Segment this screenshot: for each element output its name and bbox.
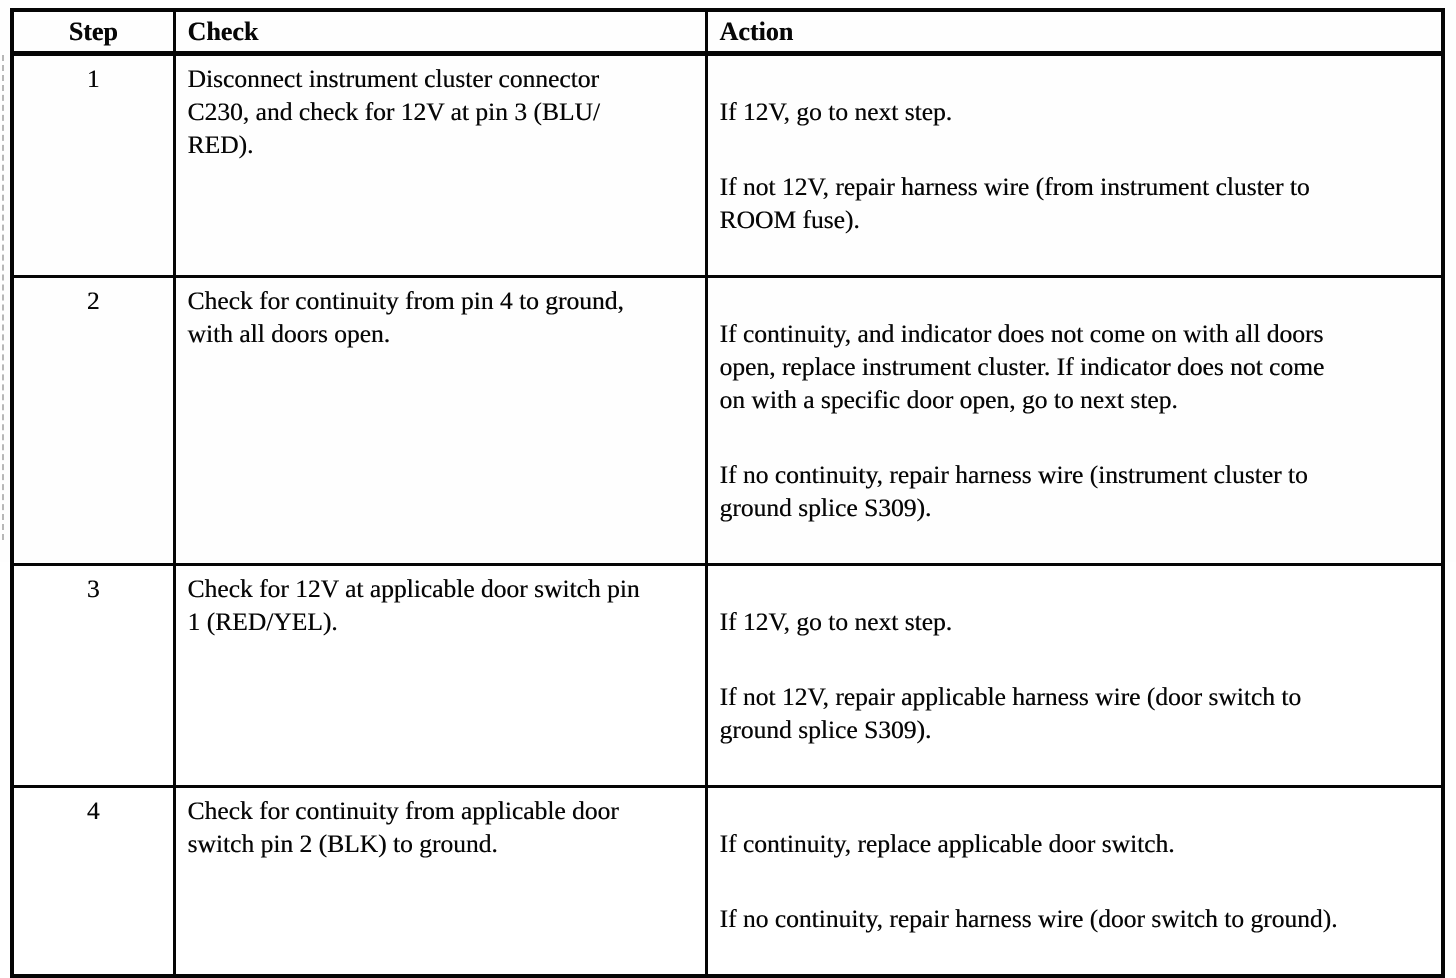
action-paragraph: If not 12V, repair harness wire (from in… xyxy=(719,172,1310,234)
step-number: 1 xyxy=(10,52,176,278)
action-paragraph: If not 12V, repair applicable harness wi… xyxy=(719,682,1302,744)
action-cell: If 12V, go to next step. If not 12V, rep… xyxy=(704,52,1445,278)
check-cell: Check for continuity from pin 4 to groun… xyxy=(172,275,708,566)
scanned-manual-page: Step Check Action 1 Disconnect instrumen… xyxy=(2,8,1445,978)
scan-artifact-line xyxy=(2,55,4,540)
action-paragraph: If continuity, and indicator does not co… xyxy=(719,319,1325,414)
step-number: 3 xyxy=(10,563,176,788)
action-cell: If continuity, replace applicable door s… xyxy=(704,785,1445,978)
table-row-step-2: 2 Check for continuity from pin 4 to gro… xyxy=(10,275,1445,566)
table-row-step-4: 4 Check for continuity from applicable d… xyxy=(10,785,1445,978)
table-row-step-3: 3 Check for 12V at applicable door switc… xyxy=(10,563,1445,788)
action-paragraph: If no continuity, repair harness wire (i… xyxy=(719,460,1308,522)
table-row-step-1: 1 Disconnect instrument cluster connecto… xyxy=(10,52,1445,278)
action-paragraph: If continuity, replace applicable door s… xyxy=(719,829,1175,858)
check-cell: Disconnect instrument cluster connector … xyxy=(172,52,708,278)
action-paragraph: If 12V, go to next step. xyxy=(719,607,953,636)
check-cell: Check for continuity from applicable doo… xyxy=(172,785,708,978)
column-header-action: Action xyxy=(704,8,1445,56)
troubleshooting-table: Step Check Action 1 Disconnect instrumen… xyxy=(10,8,1445,978)
step-number: 4 xyxy=(10,785,176,978)
table-header-row: Step Check Action xyxy=(10,8,1445,56)
column-header-check: Check xyxy=(172,8,708,56)
step-number: 2 xyxy=(10,275,176,566)
action-paragraph: If 12V, go to next step. xyxy=(719,97,953,126)
action-cell: If 12V, go to next step. If not 12V, rep… xyxy=(704,563,1445,788)
column-header-step: Step xyxy=(10,8,176,56)
check-cell: Check for 12V at applicable door switch … xyxy=(172,563,708,788)
action-cell: If continuity, and indicator does not co… xyxy=(704,275,1445,566)
action-paragraph: If no continuity, repair harness wire (d… xyxy=(719,904,1338,933)
